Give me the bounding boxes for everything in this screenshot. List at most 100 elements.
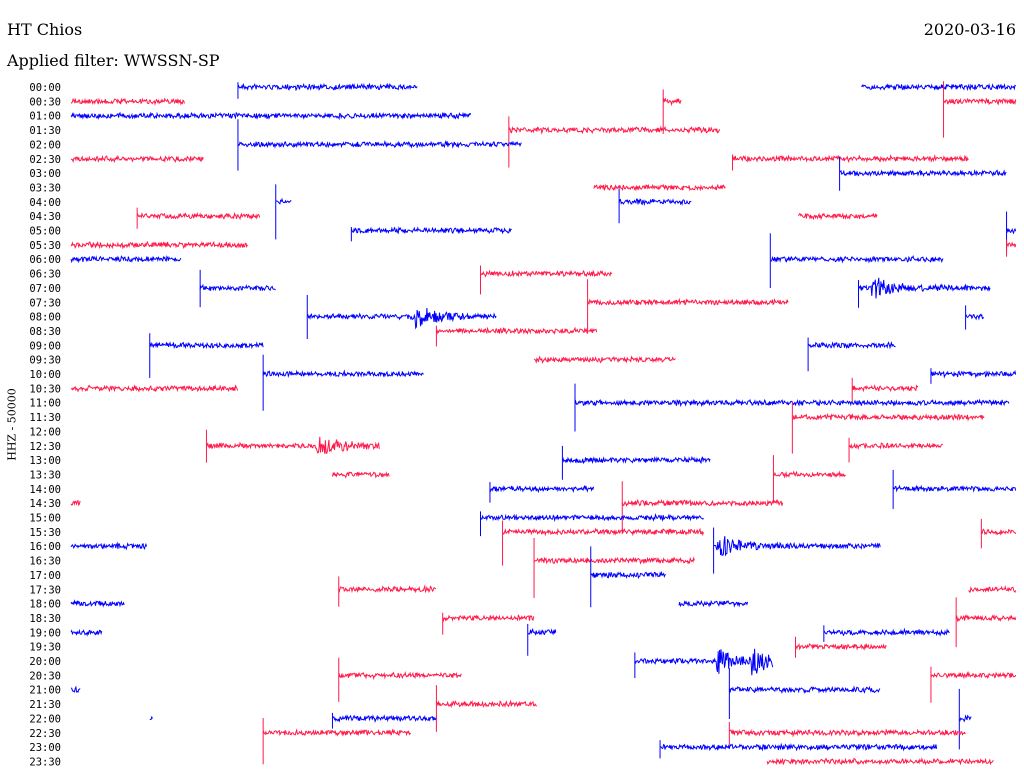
trace-segment (766, 757, 994, 766)
trace-segment (678, 599, 749, 608)
trace-segment (662, 97, 682, 107)
trace-segment (480, 513, 704, 523)
trace-segment (527, 627, 557, 636)
trace-segment (435, 326, 598, 335)
row-time-label: 08:30 (29, 326, 61, 338)
trace-segment (892, 484, 1017, 493)
trace-segment (1006, 242, 1017, 248)
row-time-label: 06:30 (29, 269, 61, 281)
trace-segment (955, 613, 1017, 623)
trace-segment (660, 742, 938, 752)
row-time-label: 16:30 (29, 556, 61, 568)
trace-segment (70, 500, 81, 507)
trace-segment (508, 125, 721, 135)
trace-segment (262, 369, 424, 379)
trace-segment (332, 471, 390, 479)
trace-segment (858, 277, 991, 299)
trace-segment (502, 527, 704, 537)
row-time-label: 17:00 (29, 570, 61, 582)
trace-segment (773, 470, 846, 479)
row-time-label: 14:30 (29, 498, 61, 510)
row-time-label: 07:30 (29, 297, 61, 309)
trace-segment (732, 154, 969, 164)
row-time-label: 19:30 (29, 642, 61, 654)
trace-segment (1006, 227, 1017, 235)
trace-segment (930, 671, 1017, 680)
row-time-label: 08:00 (29, 312, 61, 324)
trace-segment (839, 169, 1007, 177)
trace-segment (332, 714, 437, 723)
trace-segment (848, 442, 943, 451)
trace-segment (480, 269, 613, 278)
row-time-label: 19:00 (29, 627, 61, 639)
row-time-label: 00:30 (29, 96, 61, 108)
trace-segment (70, 255, 182, 264)
row-time-label: 18:30 (29, 613, 61, 625)
row-time-label: 22:00 (29, 713, 61, 725)
row-time-label: 23:00 (29, 742, 61, 754)
row-time-label: 07:00 (29, 283, 61, 295)
row-time-label: 03:00 (29, 168, 61, 180)
trace-segment (489, 485, 595, 494)
row-time-label: 18:00 (29, 599, 61, 611)
trace-segment (728, 685, 881, 694)
trace-segment (861, 83, 1017, 92)
row-time-label: 22:30 (29, 728, 61, 740)
trace-segment (823, 627, 950, 637)
trace-segment (533, 556, 695, 565)
trace-segment (792, 412, 985, 422)
trace-segment (593, 183, 726, 192)
row-time-label: 15:30 (29, 527, 61, 539)
row-time-label: 17:30 (29, 584, 61, 596)
trace-segment (587, 297, 789, 307)
trace-segment (70, 628, 103, 637)
row-time-label: 14:00 (29, 484, 61, 496)
trace-segment (634, 648, 774, 676)
trace-segment (533, 355, 676, 364)
row-time-label: 12:30 (29, 441, 61, 453)
row-time-label: 04:00 (29, 197, 61, 209)
trace-segment (621, 498, 784, 507)
trace-segment (590, 570, 666, 580)
row-time-label: 09:30 (29, 355, 61, 367)
trace-segment (795, 642, 887, 651)
row-time-label: 13:30 (29, 469, 61, 481)
row-time-label: 23:30 (29, 756, 61, 768)
row-time-label: 10:30 (29, 383, 61, 395)
filter-label: Applied filter: WWSSN-SP (7, 51, 220, 70)
row-time-label: 11:30 (29, 412, 61, 424)
row-time-label: 05:30 (29, 240, 61, 252)
trace-segment (561, 455, 711, 465)
trace-segment (70, 384, 239, 393)
trace-segment (574, 398, 1010, 408)
trace-segment (70, 111, 472, 121)
row-time-label: 21:00 (29, 685, 61, 697)
trace-segment (70, 599, 125, 608)
trace-segment (149, 715, 153, 721)
trace-segment (958, 714, 972, 723)
row-time-label: 15:00 (29, 513, 61, 525)
trace-segment (798, 212, 878, 221)
row-time-label: 10:00 (29, 369, 61, 381)
trace-segment (70, 685, 81, 693)
row-time-label: 20:30 (29, 670, 61, 682)
trace-segment (729, 728, 966, 738)
trace-segment (618, 198, 692, 207)
date-label: 2020-03-16 (923, 20, 1016, 39)
row-time-label: 02:30 (29, 154, 61, 166)
trace-segment (770, 255, 944, 264)
row-time-label: 21:30 (29, 699, 61, 711)
trace-segment (338, 584, 437, 594)
row-time-label: 09:00 (29, 340, 61, 352)
station-title: HT Chios (7, 20, 83, 39)
trace-segment (70, 154, 204, 163)
trace-segment (70, 240, 248, 250)
trace-segment (237, 139, 522, 149)
trace-segment (930, 369, 1017, 379)
trace-segment (943, 97, 1017, 106)
trace-segment (338, 670, 462, 681)
row-time-label: 16:00 (29, 541, 61, 553)
trace-segment (306, 307, 497, 330)
trace-segment (70, 541, 148, 551)
